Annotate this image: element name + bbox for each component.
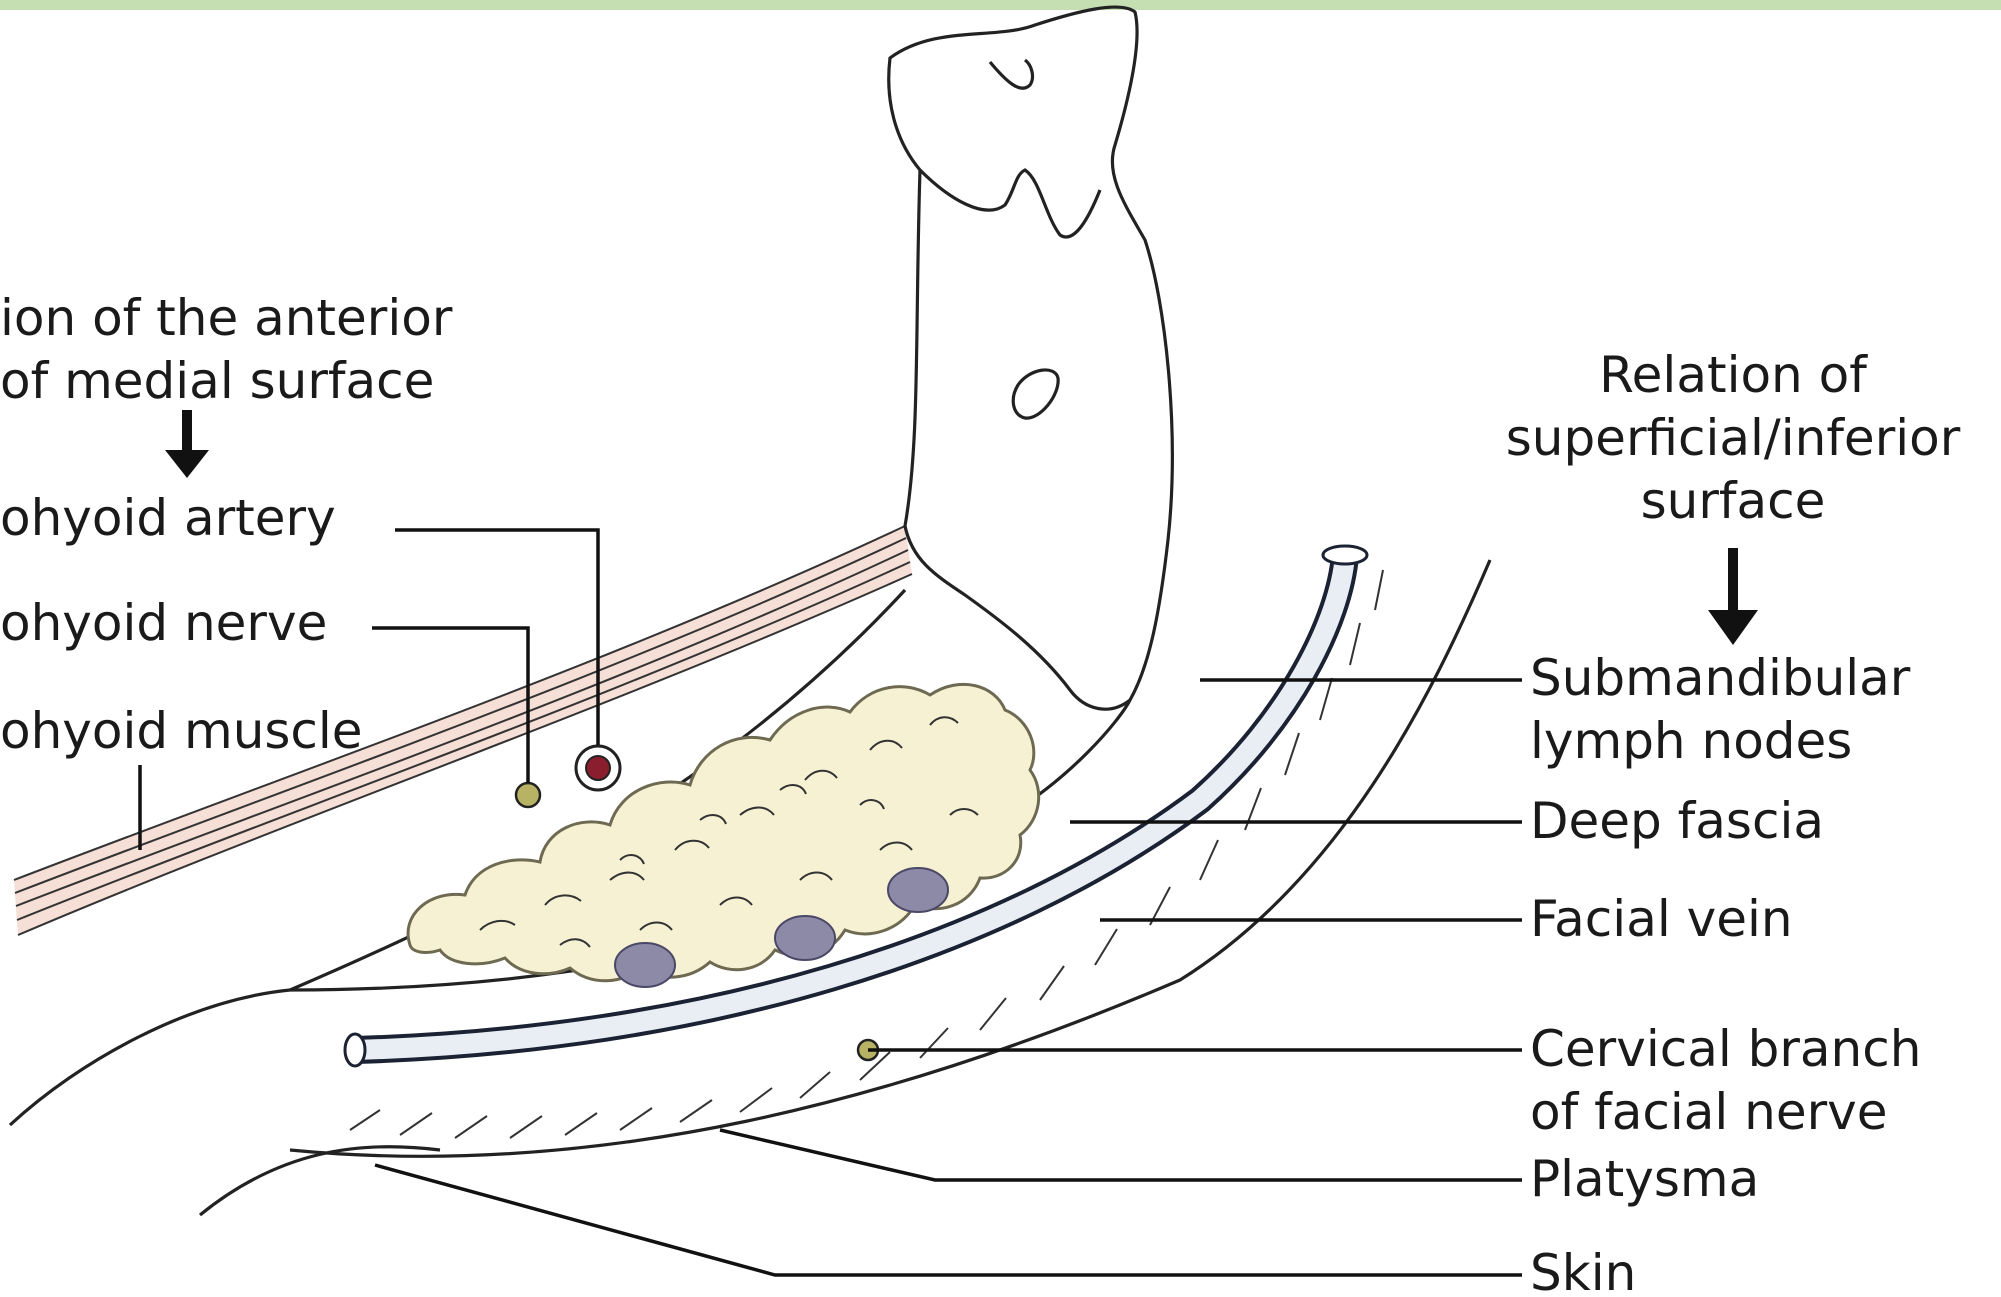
- left-heading-line2: of medial surface: [0, 352, 434, 410]
- mandible-outline: [889, 7, 1173, 709]
- label-mylohyoid-nerve: ohyoid nerve: [0, 594, 327, 652]
- mylohyoid-nerve-dot: [516, 783, 540, 807]
- label-cervical-line2: of facial nerve: [1530, 1083, 1888, 1141]
- lymph-node: [888, 868, 948, 912]
- label-platysma: Platysma: [1530, 1150, 1759, 1208]
- label-submandibular-line2: lymph nodes: [1530, 712, 1852, 770]
- right-heading-line1: Relation of: [1599, 346, 1868, 404]
- label-skin: Skin: [1530, 1244, 1636, 1297]
- lymph-node: [615, 943, 675, 987]
- right-heading-line2: superficial/inferior: [1506, 409, 1961, 467]
- tooth-crown-groove: [990, 60, 1032, 88]
- tooth-root-notch: [920, 170, 1100, 237]
- facial-vein-end-top: [1323, 546, 1367, 564]
- mylohyoid-artery-lumen: [586, 756, 610, 780]
- label-mylohyoid-muscle: ohyoid muscle: [0, 702, 363, 760]
- label-facial-vein: Facial vein: [1530, 890, 1793, 948]
- label-deep-fascia: Deep fascia: [1530, 792, 1824, 850]
- left-heading-line1: ion of the anterior: [0, 289, 453, 347]
- label-submandibular-line1: Submandibular: [1530, 649, 1911, 707]
- neck-contour-left: [10, 990, 290, 1125]
- label-cervical-line1: Cervical branch: [1530, 1020, 1921, 1078]
- label-mylohyoid-artery: ohyoid artery: [0, 489, 336, 547]
- lymph-node: [775, 916, 835, 960]
- mental-foramen: [1013, 370, 1058, 418]
- facial-vein-end-left: [345, 1034, 365, 1066]
- down-arrow-icon: [165, 410, 209, 478]
- down-arrow-icon: [1708, 548, 1758, 645]
- right-heading-line3: surface: [1641, 472, 1826, 530]
